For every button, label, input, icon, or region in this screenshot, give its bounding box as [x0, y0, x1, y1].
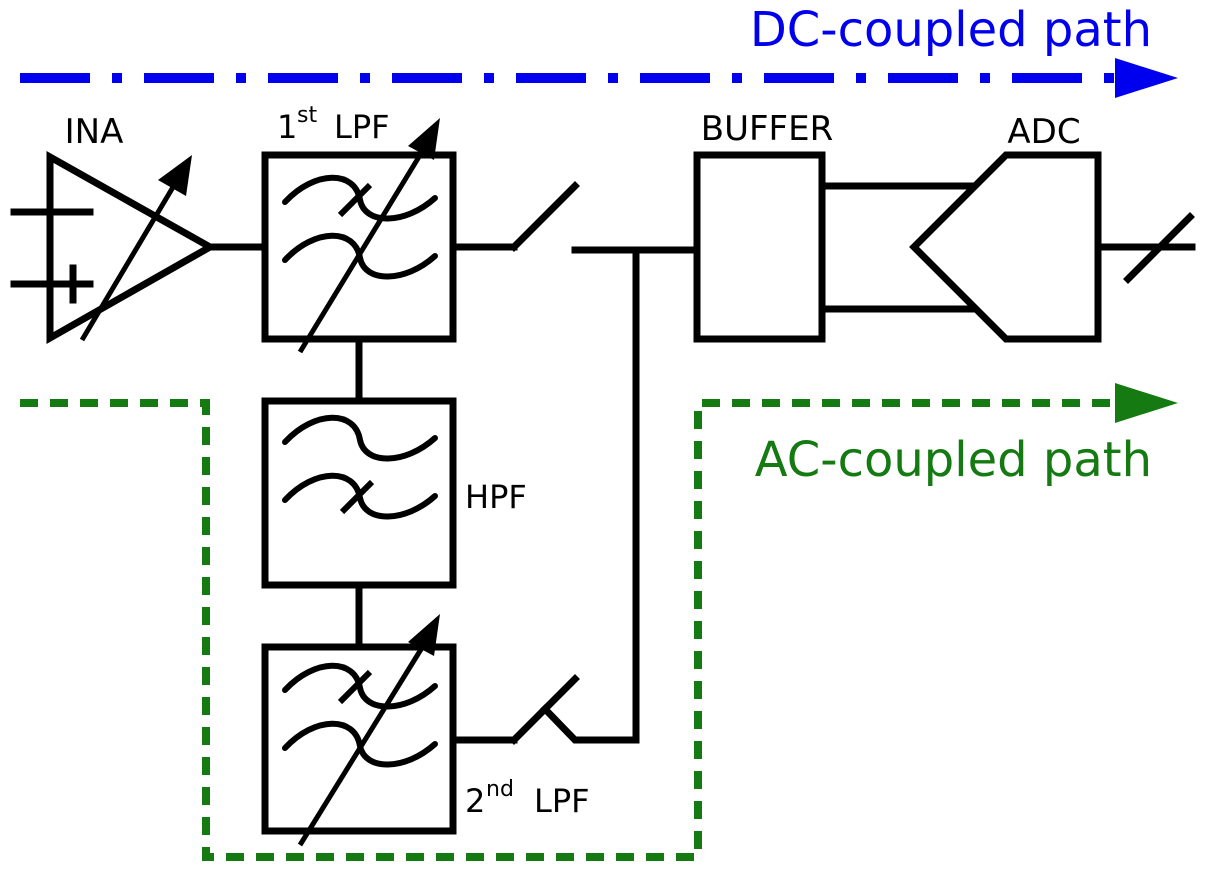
ac-path-arrowhead	[1115, 383, 1178, 423]
hpf-label: HPF	[465, 478, 527, 516]
lpf2-crossbar	[337, 669, 373, 705]
lpf2-superscript: nd	[486, 777, 514, 802]
lpf2-block: 2 nd LPF	[261, 614, 590, 847]
adc-block: ADC	[909, 112, 1196, 343]
lpf1-label: LPF	[334, 108, 390, 146]
lpf1-superscript: st	[297, 103, 317, 128]
adc-label: ADC	[1007, 112, 1080, 152]
adc-shape	[909, 151, 1102, 343]
dc-path-label: DC-coupled path	[750, 2, 1152, 58]
buffer-box	[693, 151, 826, 343]
lpf1-wave-top	[282, 174, 438, 222]
ina-label: INA	[65, 112, 124, 152]
ac-path-label: AC-coupled path	[755, 432, 1152, 488]
ina-gain-arrowhead	[158, 155, 192, 196]
adc-bus-slash	[1123, 212, 1195, 284]
ac-switch	[449, 246, 640, 745]
lpf1-block: 1 st LPF	[261, 103, 457, 354]
lpf2-tuning-arrow-icon	[297, 636, 431, 847]
lpf2-tuning-arrowhead	[408, 614, 440, 656]
lpf1-tuning-arrow-icon	[297, 140, 431, 354]
lpf1-tuning-arrowhead	[408, 118, 440, 160]
lpf2-label: LPF	[534, 782, 590, 820]
ina-triangle	[46, 151, 218, 345]
lpf2-wave-top	[282, 662, 438, 710]
hpf-block: HPF	[261, 397, 527, 589]
lpf1-prefix: 1	[277, 108, 297, 146]
ac-path-line	[20, 399, 1120, 861]
ac-coupled-path: AC-coupled path	[20, 383, 1178, 861]
ina-gain-arrow-icon	[79, 170, 185, 342]
hpf-wave-top	[282, 414, 438, 462]
buffer-label: BUFFER	[701, 109, 833, 149]
dc-switch	[449, 181, 701, 254]
dc-path-arrowhead	[1115, 58, 1178, 98]
buffer-block: BUFFER	[693, 109, 976, 343]
dc-switch-blade	[509, 181, 580, 252]
lpf1-crossbar	[337, 182, 373, 218]
hpf-crossbar	[339, 479, 375, 515]
ac-switch-output-wire	[540, 246, 640, 744]
dc-coupled-path: DC-coupled path	[20, 2, 1178, 98]
lpf2-prefix: 2	[465, 782, 485, 820]
ina-block: INA	[10, 112, 218, 345]
